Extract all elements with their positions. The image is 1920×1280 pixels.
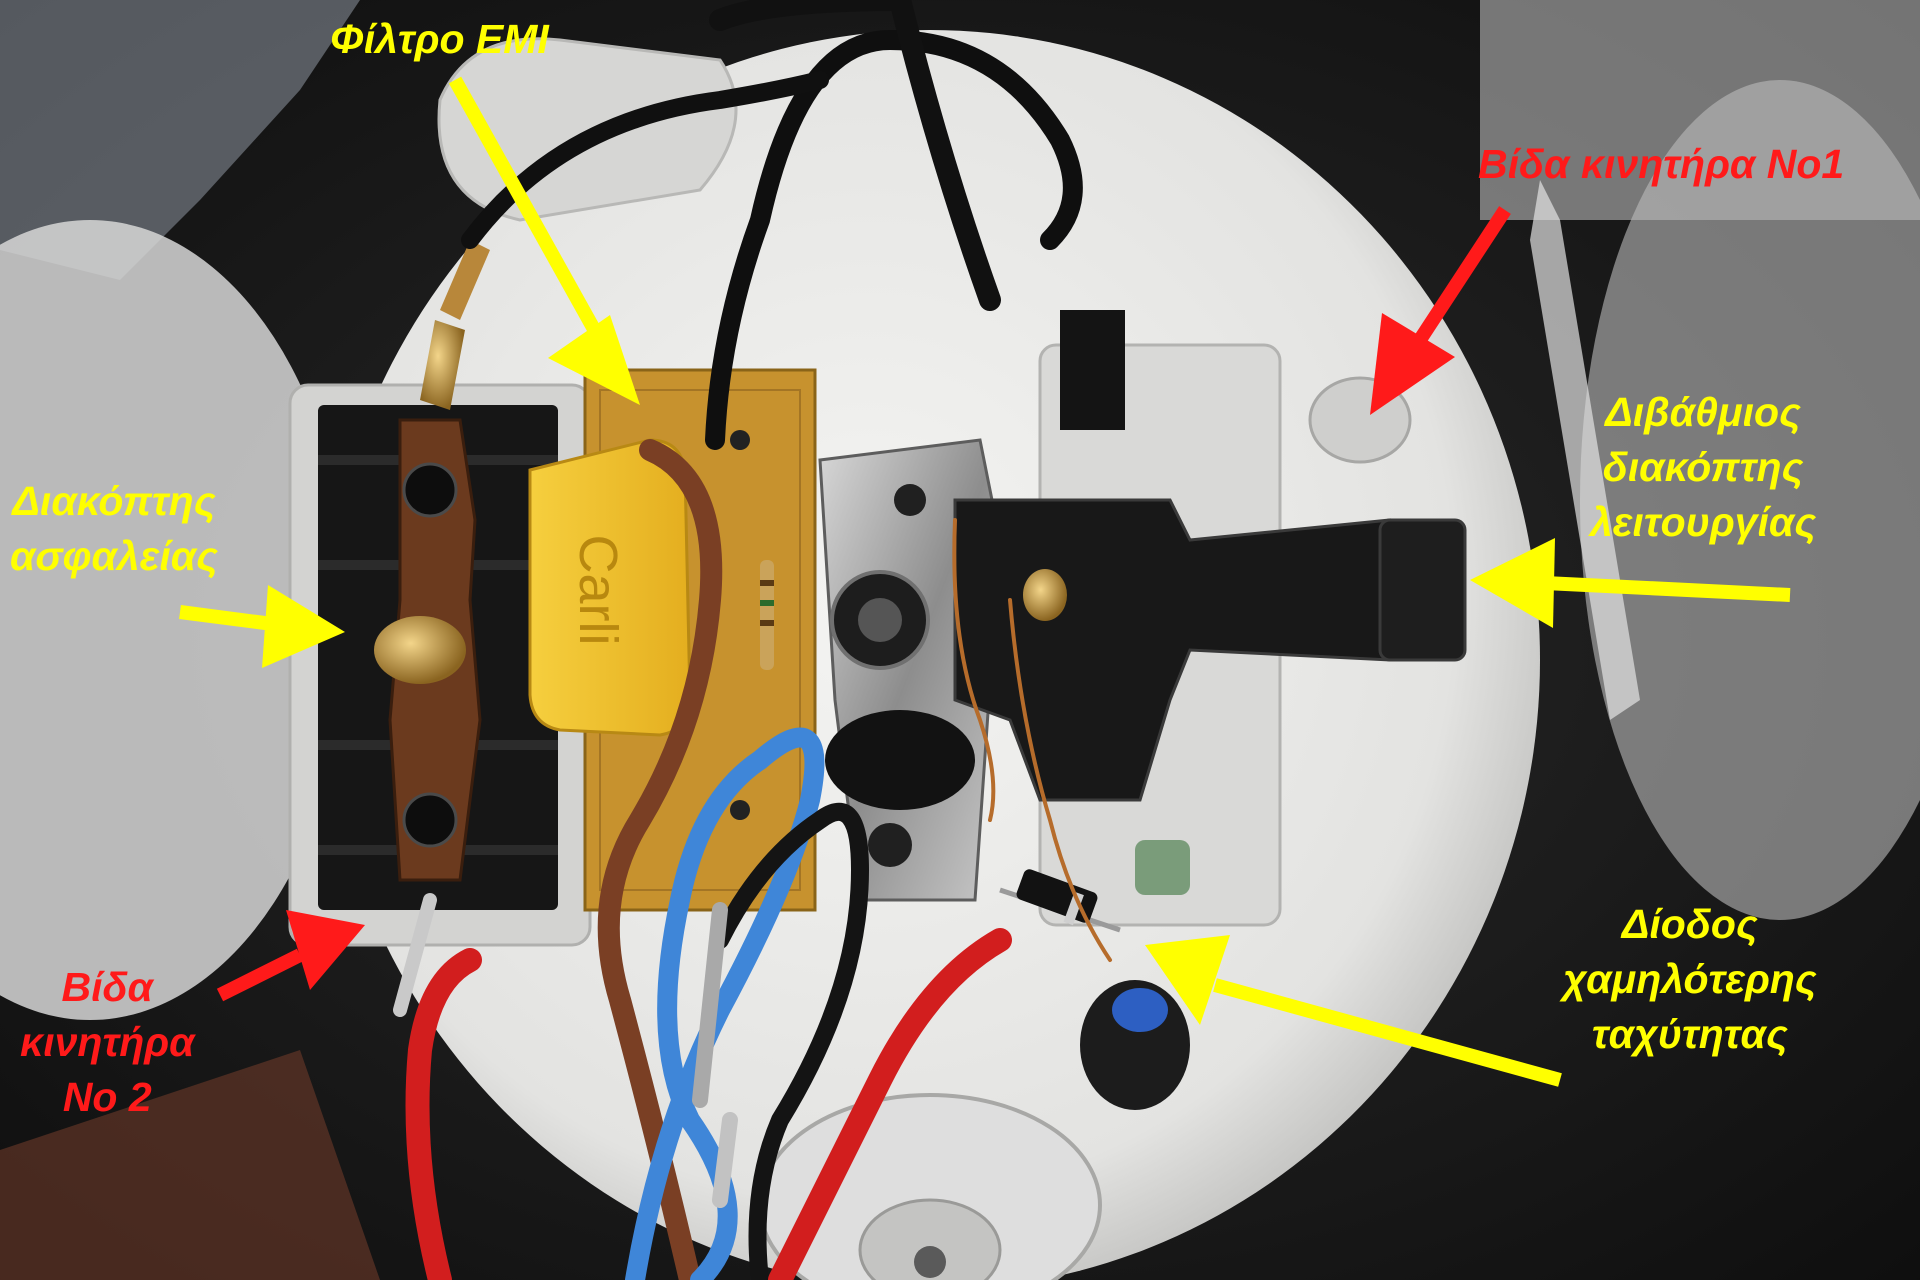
emi-capacitor: Carli	[528, 438, 692, 737]
safety-switch-label: Διακόπτης ασφαλείας	[10, 478, 218, 579]
motor-bracket	[818, 438, 1002, 902]
two-stage-switch	[953, 310, 1467, 802]
two-stage-switch-arrow	[1470, 538, 1555, 628]
emi-filter-arrow	[548, 315, 640, 405]
motor-screw-2-label: Βίδα κινητήρα No 2	[20, 964, 195, 1120]
motor-screw-2-arrow	[286, 910, 365, 990]
capacitor-brand-text: Carli	[568, 534, 628, 645]
low-speed-diode-label: Δίοδος χαμηλότερης ταχύτητας	[1563, 901, 1817, 1057]
motor-screw-1-arrow	[1370, 313, 1455, 415]
wires	[393, 0, 1112, 1280]
emi-filter-label: Φίλτρο EMI	[330, 16, 549, 62]
left-appliance-part	[0, 220, 350, 1020]
two-stage-switch-label: Διβάθμιος διακόπτης λειτουργίας	[1590, 389, 1817, 545]
diode-arrow	[1145, 935, 1230, 1025]
annotation-arrows	[179, 76, 1791, 1087]
safety-switch-arrow	[262, 585, 345, 668]
resistor	[760, 560, 774, 670]
motor-screw-1-label: Βίδα κινητήρα No1	[1478, 141, 1845, 187]
safety-switch-block	[318, 405, 558, 910]
